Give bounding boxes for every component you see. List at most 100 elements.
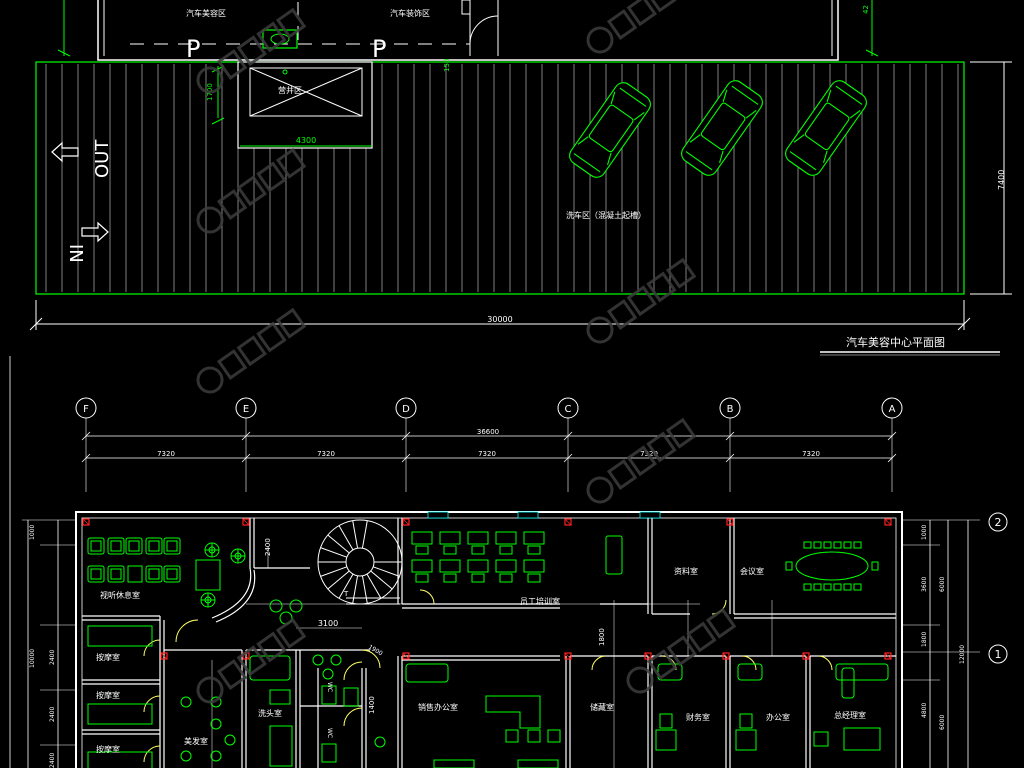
zone-label-wash: 洗车区（混凝土起槽） <box>566 210 646 220</box>
training-desk <box>439 531 461 555</box>
parking-mark-left: P <box>186 35 200 63</box>
dim-1800: 1800 <box>598 628 606 646</box>
stair-tread <box>320 547 348 558</box>
dim-left-2400: 2400 <box>49 650 56 665</box>
door-swing <box>469 15 499 45</box>
column-marker <box>884 518 892 526</box>
zone-label-pit: 营井区 <box>278 85 302 95</box>
dim-right-4800: 4800 <box>921 703 928 718</box>
column-marker <box>722 652 730 660</box>
dim-tick <box>241 453 251 463</box>
meeting-chair <box>803 541 812 549</box>
column-marker-cross <box>564 652 572 660</box>
column-marker-cross <box>160 652 168 660</box>
column-marker-cross <box>402 652 410 660</box>
column-marker <box>402 518 410 526</box>
podium <box>605 535 623 575</box>
column-marker <box>564 518 572 526</box>
dim-1400: 1400 <box>368 696 376 714</box>
stair-tread <box>361 520 368 549</box>
room-storage: 储藏室 <box>590 702 614 712</box>
meeting-chair <box>803 583 812 591</box>
dim-top-right: 42 <box>862 5 870 14</box>
room-finance: 财务室 <box>686 712 710 722</box>
dim-tick <box>563 453 573 463</box>
sales-furniture <box>405 663 561 768</box>
bay-dim: 7320 <box>802 450 820 458</box>
dim-left-10000: 10000 <box>29 649 36 668</box>
stair-tread <box>352 520 359 549</box>
dim-tick <box>887 453 897 463</box>
coffee-table <box>127 565 143 583</box>
sofa-chair <box>107 537 125 555</box>
stair-tread <box>338 525 354 551</box>
training-desk <box>467 531 489 555</box>
grid-lines <box>211 600 773 768</box>
outer-wall <box>75 511 903 768</box>
room-beauty: 美发室 <box>184 736 208 746</box>
sofa-chair <box>163 565 181 583</box>
salon-furniture <box>180 599 386 767</box>
column-marker <box>402 652 410 660</box>
column-marker-cross <box>564 518 572 526</box>
meeting-chair <box>843 583 852 591</box>
training-desk <box>523 559 545 583</box>
training-desk <box>411 559 433 583</box>
stair-tread <box>352 575 359 604</box>
dim-tick <box>241 431 251 441</box>
structural-columns <box>82 518 892 660</box>
entry-out-label: OUT <box>92 139 113 178</box>
site-plan: 42 150 汽车美容区 汽车装饰区 P P 营井区 1700 4300 OUT… <box>29 0 1012 356</box>
axis-label: F <box>83 404 89 415</box>
pit-area <box>237 61 373 149</box>
room-massage-2: 按摩室 <box>96 690 120 700</box>
room-hair-wash: 洗头室 <box>258 708 282 718</box>
office-furniture <box>655 663 889 751</box>
axis-label: D <box>402 404 410 415</box>
watermark-logo <box>196 7 307 94</box>
parked-cars <box>569 80 867 178</box>
tv-cabinet <box>195 559 221 591</box>
meeting-chair <box>833 541 842 549</box>
dim-site-depth: 7400 <box>997 170 1006 190</box>
bay-dim: 7320 <box>157 450 175 458</box>
dim-pit-width: 4300 <box>296 136 316 145</box>
dim-right-1800: 1800 <box>921 632 928 647</box>
room-wc-2: WC <box>326 728 333 738</box>
stair-tread <box>327 534 350 554</box>
dim-tick <box>81 431 91 441</box>
dim-left-1000: 1000 <box>29 525 36 540</box>
column-marker <box>802 652 810 660</box>
column-marker <box>726 518 734 526</box>
training-desk <box>495 531 517 555</box>
watermark-logo <box>626 607 737 694</box>
window <box>639 511 661 519</box>
arrow-in-icon <box>81 221 109 243</box>
stair-tread <box>370 570 393 590</box>
plants <box>200 542 246 608</box>
meeting-chair <box>833 583 842 591</box>
stair-tread <box>372 566 400 577</box>
zone-label-decoration: 汽车装饰区 <box>390 8 430 18</box>
dim-right-3600: 3600 <box>921 577 928 592</box>
training-desk <box>439 559 461 583</box>
zone-label-detailing: 汽车美容区 <box>186 8 226 18</box>
meeting-chair <box>843 541 852 549</box>
axis-label: B <box>727 404 734 415</box>
dim-small: 150 <box>443 59 451 72</box>
row-axis-label: 2 <box>995 516 1002 529</box>
dim-tick <box>563 431 573 441</box>
watermark <box>196 0 737 704</box>
dim-left-2400c: 2400 <box>49 753 56 768</box>
drawing-title: 汽车美容中心平面图 <box>846 335 945 349</box>
bay-dim: 7320 <box>317 450 335 458</box>
training-desk <box>411 531 433 555</box>
sofa-chair <box>87 537 105 555</box>
column-marker <box>564 652 572 660</box>
watermark-logo <box>196 147 307 234</box>
axis-label: E <box>243 404 249 415</box>
meeting-chair <box>853 541 862 549</box>
interior-walls <box>82 518 896 768</box>
